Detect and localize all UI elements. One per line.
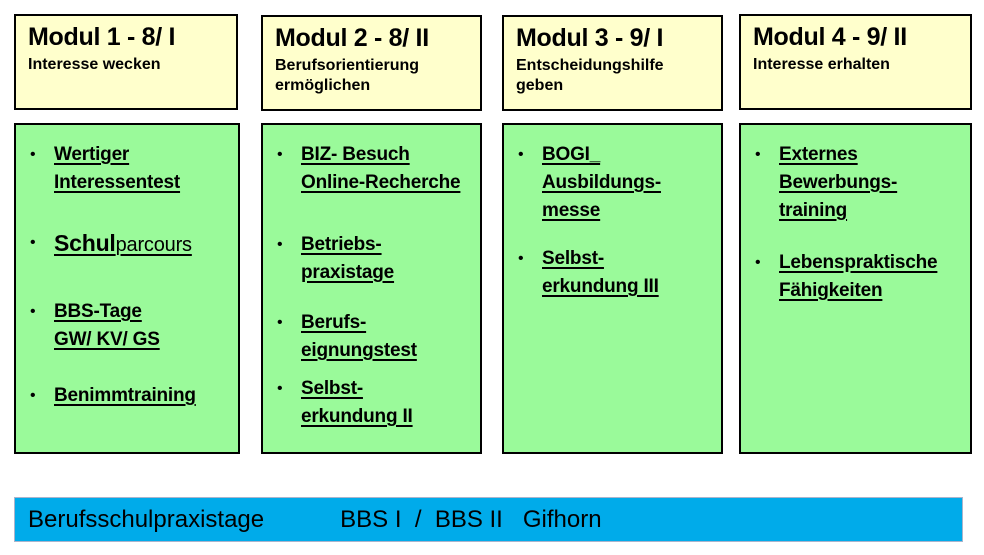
footer-bar: Berufsschulpraxistage BBS I / BBS II Gif…	[14, 497, 963, 542]
list-item-text: Schulparcours	[54, 229, 192, 260]
bullet-icon: •	[30, 303, 36, 320]
footer-left-text: Berufsschulpraxistage	[28, 505, 265, 533]
list-item-line: Schulparcours	[54, 229, 192, 260]
bullet-icon: •	[277, 146, 283, 163]
list-item-text: Selbst- erkundung III	[542, 245, 659, 301]
list-item: • BIZ- Besuch Online-Recherche	[277, 141, 474, 197]
list-item-line: Wertiger	[54, 144, 130, 165]
bullet-icon: •	[30, 146, 36, 163]
module-2-title: Modul 2 - 8/ II	[275, 24, 429, 52]
bullet-icon: •	[277, 380, 283, 397]
list-item-text: BIZ- Besuch Online-Recherche	[301, 141, 461, 197]
list-item-line: Bewerbungs-	[779, 172, 898, 193]
list-item-line: messe	[542, 200, 601, 221]
module-1-title: Modul 1 - 8/ I	[28, 23, 176, 51]
module-1-body: • Wertiger Interessentest • Schulparcour…	[14, 123, 240, 454]
list-item-text: Berufs- eignungstest	[301, 309, 417, 365]
module-1-subtitle: Interesse wecken	[28, 56, 161, 73]
module-4-header: Modul 4 - 9/ II Interesse erhalten	[739, 14, 972, 110]
list-item-text: Benimmtraining	[54, 382, 196, 410]
list-item-line: Berufs-	[301, 312, 367, 333]
list-item: • Selbst- erkundung III	[518, 245, 715, 301]
list-item: • Betriebs- praxistage	[277, 231, 474, 287]
list-item-line: Selbst-	[301, 378, 363, 399]
list-item: • Berufs- eignungstest	[277, 309, 474, 365]
module-3-body: • BOGI_ Ausbildungs- messe • Selbst- erk…	[502, 123, 723, 454]
list-item-line: Betriebs-	[301, 234, 382, 255]
module-1-header: Modul 1 - 8/ I Interesse wecken	[14, 14, 238, 110]
list-item-line: Ausbildungs-	[542, 172, 661, 193]
list-item-lead: Schul	[54, 230, 116, 256]
list-item-text: Wertiger Interessentest	[54, 141, 180, 197]
list-item-line: eignungstest	[301, 340, 417, 361]
list-item-line: BOGI_	[542, 144, 601, 165]
list-item-line: erkundung III	[542, 276, 659, 297]
module-2-body: • BIZ- Besuch Online-Recherche • Betrieb…	[261, 123, 482, 454]
footer-right-text: BBS I / BBS II Gifhorn	[340, 505, 602, 533]
list-item-line: Online-Recherche	[301, 172, 461, 193]
list-item-text: BOGI_ Ausbildungs- messe	[542, 141, 661, 225]
bullet-icon: •	[518, 250, 524, 267]
list-item-text: Selbst- erkundung II	[301, 375, 413, 431]
module-3-subtitle: Entscheidungshilfe geben	[516, 57, 664, 94]
module-4-title: Modul 4 - 9/ II	[753, 23, 907, 51]
list-item-text: BBS-Tage GW/ KV/ GS	[54, 298, 160, 354]
bullet-icon: •	[30, 234, 36, 251]
list-item-line: BIZ- Besuch	[301, 144, 410, 165]
list-item-line: training	[779, 200, 848, 221]
list-item-line: GW/ KV/ GS	[54, 329, 160, 350]
list-item-line: praxistage	[301, 262, 395, 283]
list-item: • Wertiger Interessentest	[30, 141, 232, 197]
bullet-icon: •	[755, 254, 761, 271]
list-item-rest: parcours	[115, 234, 192, 256]
list-item-text: Externes Bewerbungs- training	[779, 141, 897, 225]
list-item-line: Interessentest	[54, 172, 181, 193]
list-item-line: BBS-Tage	[54, 301, 142, 322]
list-item: • Lebenspraktische Fähigkeiten	[755, 249, 964, 305]
list-item-text: Lebenspraktische Fähigkeiten	[779, 249, 938, 305]
module-2-header: Modul 2 - 8/ II Berufsorientierung ermög…	[261, 15, 482, 111]
bullet-icon: •	[277, 236, 283, 253]
module-3-header: Modul 3 - 9/ I Entscheidungshilfe geben	[502, 15, 723, 111]
module-4-body: • Externes Bewerbungs- training • Lebens…	[739, 123, 972, 454]
list-item-line: Selbst-	[542, 248, 604, 269]
bullet-icon: •	[30, 387, 36, 404]
module-2-subtitle: Berufsorientierung ermöglichen	[275, 57, 420, 94]
list-item-line: Externes	[779, 144, 858, 165]
list-item: • Externes Bewerbungs- training	[755, 141, 964, 225]
list-item-text: Betriebs- praxistage	[301, 231, 394, 287]
module-4-subtitle: Interesse erhalten	[753, 56, 890, 73]
bullet-icon: •	[518, 146, 524, 163]
list-item: • BBS-Tage GW/ KV/ GS	[30, 298, 232, 354]
list-item-line: Lebenspraktische	[779, 252, 938, 273]
list-item-line: erkundung II	[301, 406, 413, 427]
list-item: • Selbst- erkundung II	[277, 375, 474, 431]
list-item: • Schulparcours	[30, 229, 232, 260]
list-item: • Benimmtraining	[30, 382, 232, 410]
list-item-line: Fähigkeiten	[779, 280, 883, 301]
module-3-title: Modul 3 - 9/ I	[516, 24, 664, 52]
bullet-icon: •	[755, 146, 761, 163]
list-item: • BOGI_ Ausbildungs- messe	[518, 141, 715, 225]
bullet-icon: •	[277, 314, 283, 331]
list-item-line: Benimmtraining	[54, 385, 196, 406]
